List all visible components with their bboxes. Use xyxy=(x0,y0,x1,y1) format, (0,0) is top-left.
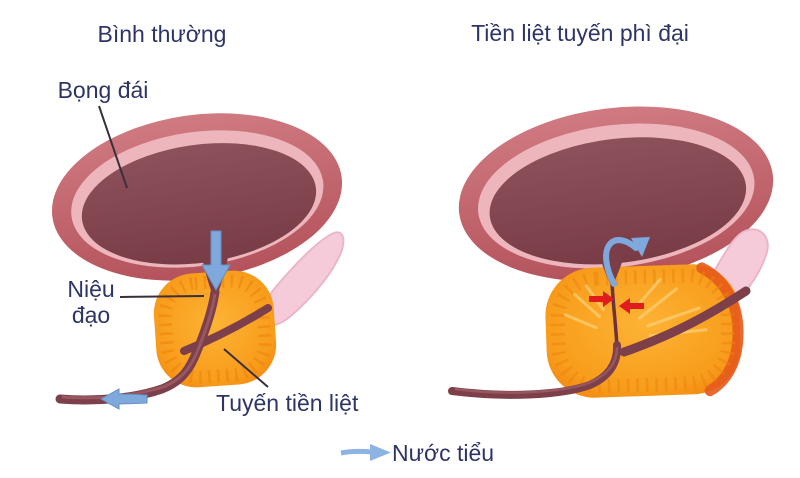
bladder-leader-line xyxy=(98,105,128,189)
ejaculatory-duct-enlarged xyxy=(619,286,751,357)
urine-backflow-arrowhead xyxy=(631,237,650,257)
prostate-leader-line xyxy=(223,348,269,388)
bladder-label: Bọng đái xyxy=(57,77,149,103)
urine-backflow-arrow xyxy=(603,237,639,287)
urethra-enlarged-highlight xyxy=(454,346,619,394)
compression-arrow-right xyxy=(619,298,644,314)
urine-legend-label: Nước tiểu xyxy=(392,440,495,466)
compression-arrows xyxy=(589,291,644,314)
seminal-vesicle-normal xyxy=(261,231,345,327)
ejaculatory-duct-normal xyxy=(180,304,272,355)
normal-diagram xyxy=(51,105,345,410)
urethra-label: Niệu đạo xyxy=(67,276,115,329)
prostate-label: Tuyến tiền liệt xyxy=(216,390,359,416)
compression-arrow-left xyxy=(589,291,614,307)
enlarged-diagram xyxy=(448,106,774,399)
bladder-normal xyxy=(51,113,343,281)
bladder-enlarged xyxy=(458,106,774,282)
legend-urine-arrow-icon xyxy=(340,444,391,461)
urine-flow-out-arrow xyxy=(99,388,148,410)
prostate-normal xyxy=(153,270,277,388)
urethra-leader-line xyxy=(119,295,205,298)
left-panel-title: Bình thường xyxy=(97,21,227,47)
prostate-enlarged xyxy=(545,262,744,398)
urine-flow-down-arrow xyxy=(201,230,231,292)
right-panel-title: Tiền liệt tuyến phì đại xyxy=(471,20,689,46)
